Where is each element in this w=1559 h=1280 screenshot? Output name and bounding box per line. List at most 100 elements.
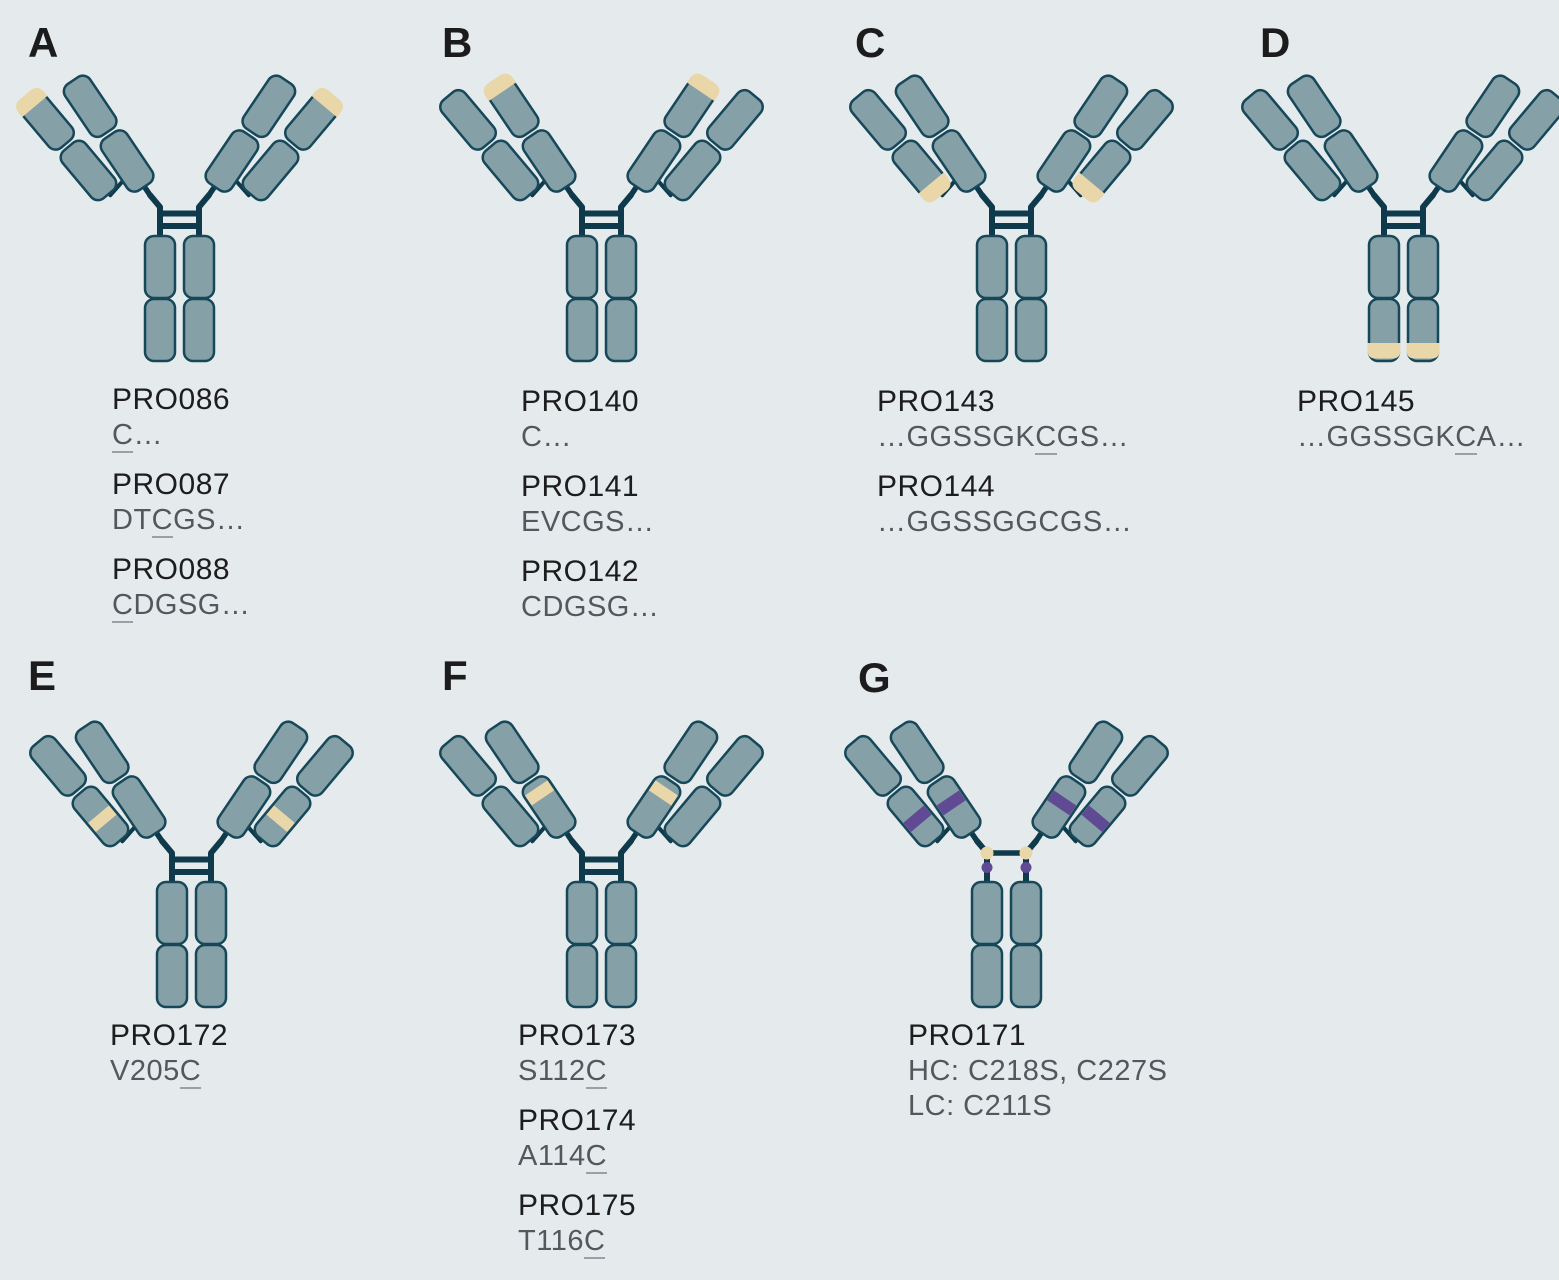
antibody-diagram-g xyxy=(827,646,1172,1011)
antibody-domain xyxy=(705,734,764,797)
antibody-domain xyxy=(1073,74,1129,139)
mutation-sequence: CDGSG… xyxy=(112,589,251,623)
panel-letter-a: A xyxy=(28,19,59,66)
antibody-domain xyxy=(155,943,189,1009)
protein-id: PRO088 xyxy=(112,553,231,586)
antibody-fc-region xyxy=(565,234,638,363)
antibody-domain xyxy=(111,775,167,839)
engineered-cysteine: C xyxy=(151,504,174,538)
antibody-svg xyxy=(844,720,1169,1009)
antibody-domain xyxy=(1465,139,1524,202)
antibody-left-arm xyxy=(29,720,167,848)
antibody-left-arm xyxy=(439,73,577,202)
antibody-domain xyxy=(155,880,189,946)
antibody-left-arm xyxy=(16,74,155,202)
modification-stripe xyxy=(648,780,678,806)
antibody-diagram-a xyxy=(0,0,345,365)
protein-id: PRO141 xyxy=(521,470,640,503)
antibody-domain xyxy=(604,297,638,363)
antibody-domain xyxy=(705,88,764,151)
antibody-domain xyxy=(1110,734,1169,797)
antibody-domain xyxy=(604,234,638,300)
antibody-domain xyxy=(1465,74,1521,139)
antibody-domain xyxy=(1014,297,1048,363)
antibody-domain xyxy=(565,943,599,1009)
antibody-domain xyxy=(143,297,177,363)
engineered-cysteine: C xyxy=(585,1055,608,1089)
antibody-left-arm xyxy=(439,720,577,848)
antibody-left-arm xyxy=(844,720,982,848)
antibody-domain xyxy=(253,720,309,785)
antibody-domain xyxy=(1286,74,1342,139)
antibody-domain xyxy=(1009,943,1043,1009)
antibody-domain xyxy=(565,234,599,300)
protein-id: PRO175 xyxy=(518,1189,637,1222)
antibody-domain xyxy=(1323,129,1379,193)
variant-entry: PRO144…GGSSGGCGS… xyxy=(877,469,1132,540)
modification-cap xyxy=(1072,172,1105,203)
antibody-domain xyxy=(99,129,155,193)
antibody-domain xyxy=(439,734,498,797)
protein-id: PRO172 xyxy=(110,1019,229,1052)
antibody-domain xyxy=(1241,88,1300,151)
engineered-cysteine: C xyxy=(112,419,134,453)
mutation-sequence: …GGSSGKCA… xyxy=(1297,421,1526,455)
antibody-fc-region xyxy=(970,880,1043,1009)
engineered-cysteine: C xyxy=(583,1225,606,1259)
antibody-domain xyxy=(182,234,216,300)
antibody-domain xyxy=(975,297,1009,363)
modification-stripe xyxy=(1081,805,1110,833)
mutation-sequence: T116C xyxy=(518,1225,606,1259)
antibody-domain xyxy=(194,880,228,946)
antibody-domain xyxy=(1428,129,1484,193)
antibody-right-arm xyxy=(626,720,764,848)
antibody-domain xyxy=(849,88,908,151)
antibody-domain xyxy=(481,785,540,848)
antibody-domain xyxy=(565,297,599,363)
protein-id: PRO142 xyxy=(521,555,640,588)
mutation-sequence: EVCGS… xyxy=(521,506,655,538)
antibody-domain xyxy=(663,785,722,848)
antibody-domain xyxy=(1406,234,1440,300)
modification-cap xyxy=(483,73,517,102)
antibody-fc-region xyxy=(143,234,216,363)
panel-letter-c: C xyxy=(855,19,886,66)
modification-cap xyxy=(918,172,951,203)
antibody-fc-region xyxy=(155,880,228,1009)
protein-id: PRO140 xyxy=(521,385,640,418)
antibody-domain xyxy=(565,880,599,946)
entry-list-d: PRO145…GGSSGKCA… xyxy=(1297,384,1526,469)
antibody-domain xyxy=(1507,88,1559,151)
engineered-cysteine: C xyxy=(112,589,134,623)
antibody-domain xyxy=(604,880,638,946)
mutation-sequence: DTCGS… xyxy=(112,504,246,538)
hinge-cysteine-dot xyxy=(981,862,993,873)
modification-stripe xyxy=(936,790,966,816)
mutation-sequence: S112C xyxy=(518,1055,608,1089)
antibody-svg xyxy=(439,73,764,363)
antibody-domain xyxy=(970,880,1004,946)
antibody-domain xyxy=(59,139,118,202)
antibody-diagram-f xyxy=(422,646,767,1011)
antibody-diagram-c xyxy=(832,0,1177,365)
panel-letter-f: F xyxy=(442,652,468,699)
antibody-domain xyxy=(1014,234,1048,300)
panel-letter-e: E xyxy=(28,652,57,699)
protein-id: PRO087 xyxy=(112,468,231,501)
variant-entry: PRO143…GGSSGKCGS… xyxy=(877,384,1132,455)
antibody-domain xyxy=(1009,880,1043,946)
antibody-right-arm xyxy=(1031,720,1169,848)
antibody-domain xyxy=(663,139,722,202)
antibody-domain xyxy=(439,88,498,151)
antibody-domain xyxy=(894,74,950,139)
